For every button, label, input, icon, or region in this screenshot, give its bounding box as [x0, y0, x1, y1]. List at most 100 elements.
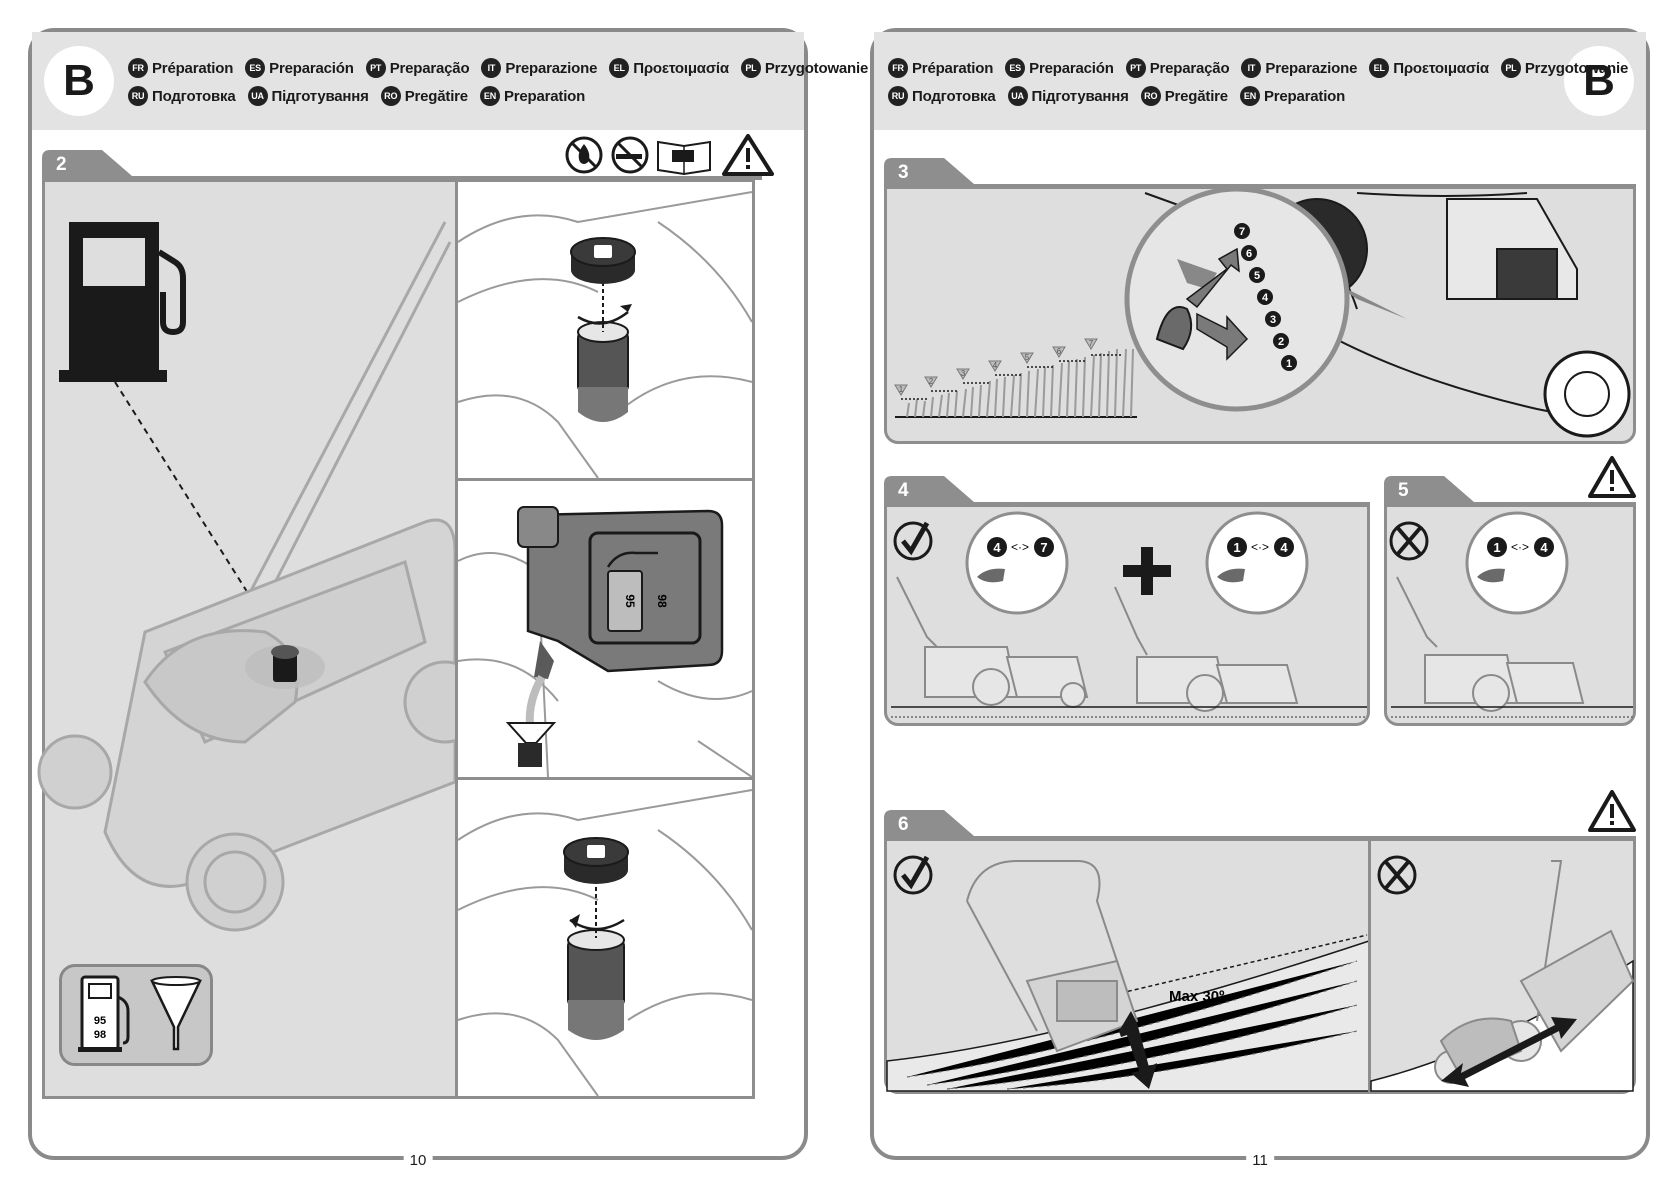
step-3-panel: 1 2 3 4 5 6 7 [884, 186, 1636, 444]
grass-height-scale: 1 2 3 4 5 6 7 [894, 338, 1137, 418]
step-4-tab: 4 [884, 476, 1370, 506]
range-b-high: 4 [1280, 540, 1288, 555]
step-4-illustration: 4 <·> 7 1 <·> 4 [891, 511, 1367, 718]
height-pos-3: 3 [1270, 314, 1276, 326]
section-letter: B [1564, 46, 1634, 116]
no-smoking-icon [611, 136, 649, 174]
grass-mark-7: 7 [1089, 339, 1094, 348]
step-5-panel: 1 <·> 4 [1384, 504, 1636, 726]
read-manual-icon [657, 140, 711, 176]
grass-mark-2: 2 [929, 377, 934, 386]
step-2-main-panel: 95 98 [37, 179, 487, 1099]
funnel-icon [150, 976, 202, 1051]
funnel-in-tank [505, 722, 557, 767]
range-high: 4 [1540, 540, 1548, 555]
safety-icons [565, 134, 774, 176]
range-zoom-1-4: 1 <·> 4 [1205, 511, 1309, 615]
height-pos-4: 4 [1262, 292, 1269, 304]
warning-triangle-icon [1588, 790, 1636, 832]
warning-triangle-icon [1588, 456, 1636, 498]
fuel-pump-icon [59, 222, 186, 382]
step-2-pour-fuel-panel: 95 98 [455, 478, 755, 780]
fuel-octane-98: 98 [94, 1029, 106, 1041]
canister-octane-95: 95 [623, 594, 637, 608]
remove-cap-illustration [457, 191, 753, 479]
fuel-pump-small-icon: 95 98 [78, 975, 130, 1052]
step-2-remove-cap-panel [455, 179, 755, 481]
svg-text:<·>: <·> [1251, 540, 1269, 554]
no-fire-icon [565, 136, 603, 174]
range-zoom-4-7: 4 <·> 7 [965, 511, 1069, 615]
close-cap-illustration [457, 789, 753, 1097]
cross-not-ok-icon [1389, 521, 1429, 561]
height-pos-7: 7 [1239, 226, 1245, 238]
grass-mark-6: 6 [1057, 347, 1062, 356]
step-5-illustration: 1 <·> 4 [1389, 511, 1633, 718]
height-pos-5: 5 [1254, 270, 1260, 282]
range-a-high: 7 [1040, 540, 1047, 555]
grass-mark-4: 4 [993, 361, 998, 370]
height-pos-1: 1 [1286, 358, 1292, 370]
svg-text:<·>: <·> [1511, 540, 1529, 554]
svg-text:<·>: <·> [1011, 540, 1029, 554]
step-6-wrong-panel [1368, 838, 1636, 1094]
plus-icon [1123, 547, 1171, 595]
step-2-tab: 2 [42, 150, 762, 180]
check-ok-icon [893, 855, 933, 895]
height-pos-6: 6 [1246, 248, 1252, 260]
slope-wrong-illustration [1370, 855, 1635, 1092]
step-6-correct-panel: Max 30º [884, 838, 1372, 1094]
step-2-close-cap-panel [455, 777, 755, 1099]
fuel-cap [245, 645, 325, 689]
grass-mark-5: 5 [1025, 353, 1030, 362]
step-4-panel: 4 <·> 7 1 <·> 4 [884, 504, 1370, 726]
mower-fuel-illustration [37, 221, 487, 932]
height-pos-2: 2 [1278, 336, 1284, 348]
slope-double-arrow [1441, 1017, 1577, 1087]
range-zoom-1-4: 1 <·> 4 [1465, 511, 1569, 615]
max-slope-label: Max 30º [1169, 988, 1225, 1005]
slope-correct-illustration: Max 30º [886, 855, 1370, 1092]
range-b-low: 1 [1233, 540, 1240, 555]
step-3-tab: 3 [884, 158, 1636, 188]
range-low: 1 [1493, 540, 1500, 555]
page-number-right: 11 [1246, 1152, 1274, 1169]
grass-mark-1: 1 [899, 385, 904, 394]
range-a-low: 4 [993, 540, 1001, 555]
cutting-height-illustration: 1 2 3 4 5 6 7 [894, 186, 1631, 438]
slope-double-arrow [1119, 1011, 1157, 1089]
height-adjust-zoom: 7 6 5 4 3 2 1 [1124, 186, 1407, 412]
grass-mark-3: 3 [961, 369, 966, 378]
up-down-arrow [1185, 247, 1249, 361]
section-letter: B [44, 46, 114, 116]
fuel-stream [525, 674, 546, 726]
step-6-tab: 6 [884, 810, 1636, 840]
step-5-tab: 5 [1384, 476, 1636, 506]
pour-fuel-illustration: 95 98 [457, 506, 753, 778]
cross-not-ok-icon [1377, 855, 1417, 895]
canister-octane-98: 98 [655, 594, 669, 608]
fuel-octane-95: 95 [94, 1015, 106, 1027]
warning-triangle-icon [722, 134, 774, 176]
page-number-left: 10 [403, 1152, 433, 1169]
